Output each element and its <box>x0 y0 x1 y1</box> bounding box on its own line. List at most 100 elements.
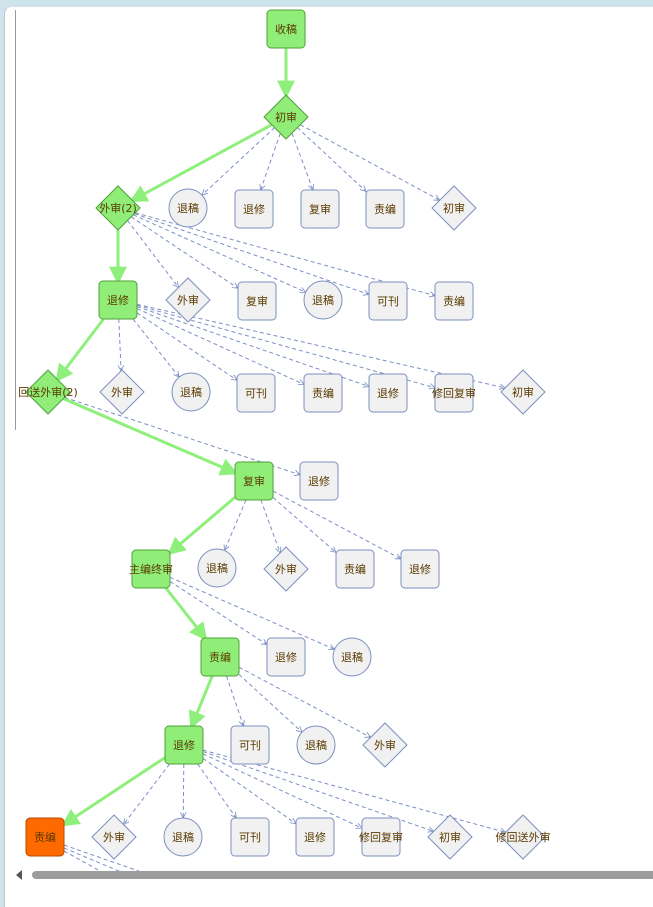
dashed-edge <box>169 576 335 649</box>
node-label: 外审 <box>374 738 396 752</box>
horizontal-scrollbar[interactable] <box>32 871 653 879</box>
workflow-node-diamond[interactable]: 外审 <box>99 369 145 415</box>
workflow-node-diamond[interactable]: 外审(2) <box>95 185 141 231</box>
workflow-node-square[interactable]: 退修 <box>295 817 335 857</box>
node-label: 修回复审 <box>359 830 403 844</box>
workflow-node-square[interactable]: 退修 <box>400 549 440 589</box>
dashed-edge <box>291 132 313 190</box>
workflow-node-square[interactable]: 退修 <box>368 373 408 413</box>
workflow-node-square[interactable]: 退修 <box>98 280 138 320</box>
workflow-node-circle[interactable]: 退稿 <box>163 817 203 857</box>
workflow-node-square[interactable]: 责编 <box>303 373 343 413</box>
node-shape <box>234 461 274 501</box>
node-shape <box>361 817 401 857</box>
dashed-edge <box>272 497 336 553</box>
node-label: 退稿 <box>206 561 228 575</box>
node-shape <box>237 281 277 321</box>
workflow-node-diamond[interactable]: 初审 <box>263 94 309 140</box>
node-label: 退修 <box>173 738 195 752</box>
workflow-node-diamond[interactable]: 初审 <box>431 185 477 231</box>
node-shape <box>266 637 306 677</box>
node-shape <box>500 369 546 415</box>
dashed-edge <box>132 214 305 292</box>
workflow-node-diamond[interactable]: 初审 <box>500 369 546 415</box>
workflow-node-square[interactable]: 复审 <box>300 189 340 229</box>
node-shape <box>427 814 473 860</box>
node-label: 复审 <box>243 474 265 488</box>
dashed-edge <box>272 490 401 560</box>
workflow-node-square[interactable]: 责编 <box>365 189 405 229</box>
dashed-edge <box>136 312 237 380</box>
workflow-node-square[interactable]: 收稿 <box>266 9 306 49</box>
workflow-node-square[interactable]: 退修 <box>299 461 339 501</box>
node-shape <box>266 9 306 49</box>
scroll-left-arrow-icon[interactable] <box>16 870 22 880</box>
dashed-edge <box>197 763 237 818</box>
node-label: 修回送外审 <box>496 830 551 844</box>
workflow-node-circle[interactable]: 退稿 <box>296 725 336 765</box>
workflow-node-square[interactable]: 可刊 <box>236 373 276 413</box>
workflow-node-square[interactable]: 主编终审 <box>129 549 173 589</box>
node-label: 责编 <box>209 650 231 664</box>
node-shape <box>171 372 211 412</box>
workflow-node-diamond[interactable]: 修回送外审 <box>496 814 551 860</box>
node-label: 初审 <box>439 830 461 844</box>
workflow-node-square[interactable]: 复审 <box>237 281 277 321</box>
workflow-node-square[interactable]: 退修 <box>266 637 306 677</box>
node-label: 初审 <box>512 385 534 399</box>
node-label: 退稿 <box>177 201 199 215</box>
workflow-node-diamond[interactable]: 外审 <box>263 546 309 592</box>
node-shape <box>234 189 274 229</box>
workflow-node-square[interactable]: 复审 <box>234 461 274 501</box>
node-shape <box>99 369 145 415</box>
node-shape <box>168 188 208 228</box>
workflow-node-square[interactable]: 责编 <box>200 637 240 677</box>
node-label: 退修 <box>304 830 326 844</box>
workflow-node-square[interactable]: 责编 <box>434 281 474 321</box>
workflow-node-diamond[interactable]: 外审 <box>165 277 211 323</box>
workflow-node-circle[interactable]: 退稿 <box>168 188 208 228</box>
workflow-node-square[interactable]: 退修 <box>234 189 274 229</box>
node-label: 复审 <box>246 294 268 308</box>
workflow-node-square[interactable]: 责编 <box>335 549 375 589</box>
dashed-edge <box>202 757 296 823</box>
node-shape <box>365 189 405 229</box>
node-shape <box>91 814 137 860</box>
workflow-node-circle[interactable]: 退稿 <box>171 372 211 412</box>
node-shape <box>362 722 408 768</box>
node-shape <box>295 817 335 857</box>
node-shape <box>296 725 336 765</box>
workflow-node-diamond[interactable]: 回送外审(2) <box>18 369 78 415</box>
dashed-edge <box>136 308 304 385</box>
node-shape <box>200 637 240 677</box>
workflow-node-square[interactable]: 责编 <box>25 817 65 857</box>
node-shape <box>434 281 474 321</box>
workflow-node-square[interactable]: 修回复审 <box>432 373 476 413</box>
dashed-edge <box>226 675 243 726</box>
workflow-node-square[interactable]: 修回复审 <box>359 817 403 857</box>
workflow-node-circle[interactable]: 退稿 <box>332 637 372 677</box>
workflow-node-square[interactable]: 可刊 <box>230 725 270 765</box>
workflow-node-diamond[interactable]: 外审 <box>362 722 408 768</box>
workflow-node-square[interactable]: 退修 <box>164 725 204 765</box>
node-shape <box>368 281 408 321</box>
node-shape <box>434 373 474 413</box>
workflow-node-diamond[interactable]: 初审 <box>427 814 473 860</box>
workflow-node-circle[interactable]: 退稿 <box>303 280 343 320</box>
workflow-node-square[interactable]: 可刊 <box>230 817 270 857</box>
workflow-node-diamond[interactable]: 外审 <box>91 814 137 860</box>
node-label: 外审 <box>275 562 297 576</box>
node-label: 可刊 <box>377 295 399 308</box>
workflow-node-circle[interactable]: 退稿 <box>197 548 237 588</box>
node-shape <box>25 369 71 415</box>
dashed-edge <box>127 220 179 287</box>
node-label: 退修 <box>377 386 399 400</box>
node-label: 退修 <box>275 650 297 664</box>
node-shape <box>25 817 65 857</box>
workflow-node-square[interactable]: 可刊 <box>368 281 408 321</box>
node-shape <box>431 185 477 231</box>
node-label: 外审(2) <box>99 201 137 215</box>
node-label: 责编 <box>374 202 396 216</box>
main-flow-edge <box>164 587 208 641</box>
dashed-edge <box>119 318 121 371</box>
